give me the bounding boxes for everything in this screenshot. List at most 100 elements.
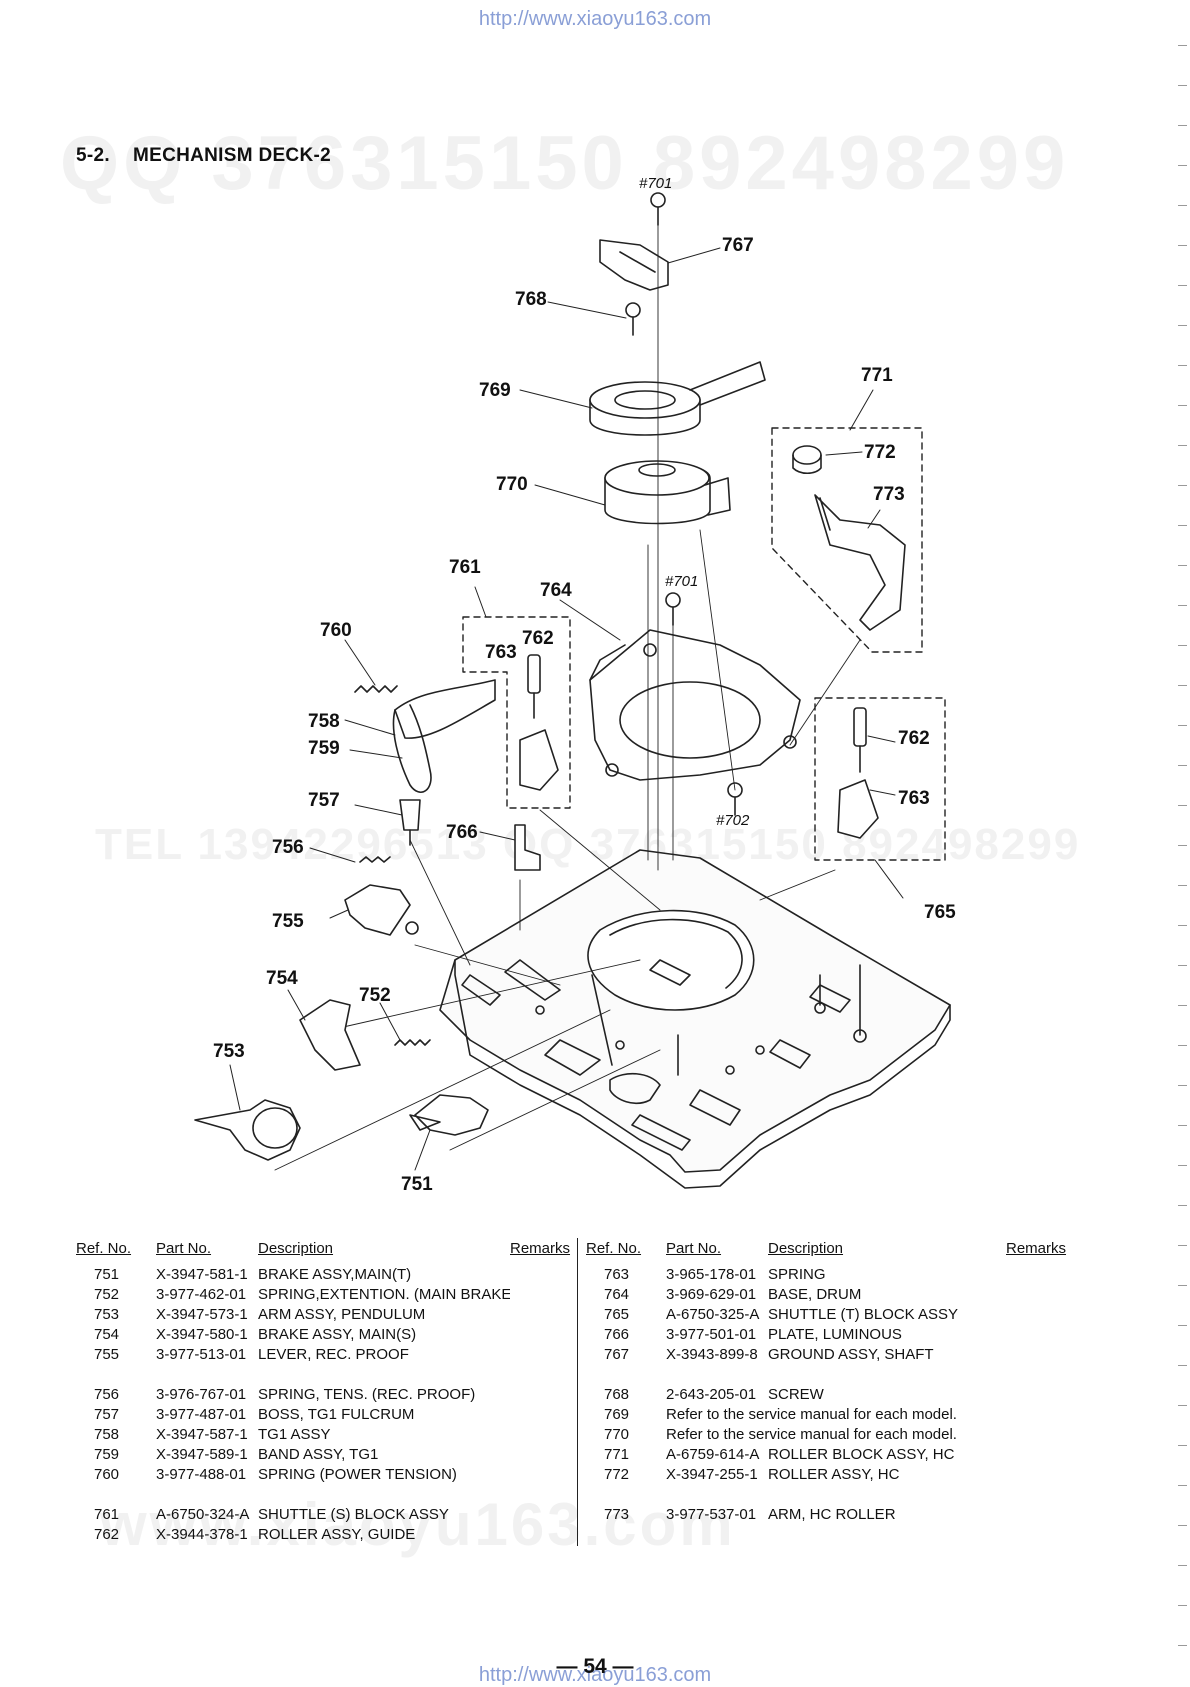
edge-tick-mark [1178, 1645, 1187, 1646]
edge-tick-mark [1178, 1445, 1187, 1446]
callout-767: 767 [722, 235, 754, 256]
hc-roller-block [792, 445, 906, 631]
edge-tick-mark [1178, 1085, 1187, 1086]
callout-753: 753 [213, 1041, 245, 1062]
edge-tick-mark [1178, 1365, 1187, 1366]
edge-tick-mark [1178, 85, 1187, 86]
parts-list-header: Ref. No. Part No. Description Remarks [76, 1237, 570, 1265]
edge-tick-mark [1178, 205, 1187, 206]
edge-tick-mark [1178, 365, 1187, 366]
callout-755: 755 [272, 911, 304, 932]
mechanism-chassis [439, 849, 951, 1189]
edge-tick-mark [1178, 1325, 1187, 1326]
watermark-top: QQ 376315150 892498299 [60, 121, 1070, 206]
exploded-view-diagram: #701 767 768 769 770 771 772 773 761 764… [194, 175, 956, 1195]
callout-772: 772 [864, 442, 896, 463]
callout-763-left: 763 [485, 642, 517, 663]
header-part-no-right: Part No. [666, 1240, 722, 1257]
page-number: — 54 — [556, 1655, 634, 1678]
edge-tick-mark [1178, 1245, 1187, 1246]
shuttle-s-block [519, 654, 559, 791]
header-url: http://www.xiaoyu163.com [478, 8, 712, 30]
edge-tick-mark [1178, 125, 1187, 126]
callout-768: 768 [515, 289, 547, 310]
callout-752: 752 [359, 985, 391, 1006]
edge-tick-mark [1178, 1565, 1187, 1566]
assembly-guide-lines [274, 224, 861, 1171]
drum-assembly [589, 192, 766, 816]
edge-tick-mark [1178, 925, 1187, 926]
callout-770: 770 [496, 474, 528, 495]
page-edge-marks [1170, 0, 1190, 1684]
section-title: 5-2. MECHANISM DECK-2 [76, 145, 331, 167]
parts-list-left: Ref. No. Part No. Description Remarks 75… [76, 1237, 570, 1545]
callout-701-mid: #701 [665, 573, 698, 590]
edge-tick-mark [1178, 405, 1187, 406]
block-assembly-outlines [462, 427, 946, 861]
edge-tick-mark [1178, 1485, 1187, 1486]
edge-tick-mark [1178, 45, 1187, 46]
header-description-right: Description [768, 1240, 844, 1257]
edge-tick-mark [1178, 1045, 1187, 1046]
edge-tick-mark [1178, 685, 1187, 686]
callout-773: 773 [873, 484, 905, 505]
edge-tick-mark [1178, 445, 1187, 446]
section-name: MECHANISM DECK-2 [133, 145, 331, 166]
header-ref-no: Ref. No. [76, 1240, 132, 1257]
callout-764: 764 [540, 580, 572, 601]
edge-tick-mark [1178, 845, 1187, 846]
edge-tick-mark [1178, 1125, 1187, 1126]
edge-tick-mark [1178, 1605, 1187, 1606]
edge-tick-mark [1178, 765, 1187, 766]
callout-757: 757 [308, 790, 340, 811]
edge-tick-mark [1178, 325, 1187, 326]
edge-tick-mark [1178, 525, 1187, 526]
callout-765: 765 [924, 902, 956, 923]
edge-tick-mark [1178, 805, 1187, 806]
callout-760: 760 [320, 620, 352, 641]
callout-769: 769 [479, 380, 511, 401]
watermark-middle: TEL 13942296513 QQ 376315150 892498299 [95, 820, 1081, 869]
header-remarks-right: Remarks [1006, 1240, 1067, 1257]
header-ref-no-right: Ref. No. [586, 1240, 642, 1257]
callout-763-right: 763 [898, 788, 930, 809]
header-description: Description [258, 1240, 334, 1257]
edge-tick-mark [1178, 645, 1187, 646]
callout-758: 758 [308, 711, 340, 732]
tension-parts [354, 679, 496, 846]
section-number: 5-2. [76, 145, 110, 166]
parts-list-header-right: Ref. No. Part No. Description Remarks [586, 1237, 1086, 1265]
edge-tick-mark [1178, 565, 1187, 566]
watermark-bottom: www.xiaoyu163.com [100, 1491, 736, 1558]
edge-tick-mark [1178, 885, 1187, 886]
edge-tick-mark [1178, 1005, 1187, 1006]
edge-tick-mark [1178, 1165, 1187, 1166]
callout-754: 754 [266, 968, 298, 989]
callout-761: 761 [449, 557, 481, 578]
footer-url: http://www.xiaoyu163.com [478, 1664, 712, 1686]
callout-leaders [229, 247, 904, 1171]
brake-parts [194, 999, 489, 1161]
callout-762-left: 762 [522, 628, 554, 649]
callout-762-right: 762 [898, 728, 930, 749]
callout-759: 759 [308, 738, 340, 759]
edge-tick-mark [1178, 285, 1187, 286]
edge-tick-mark [1178, 485, 1187, 486]
